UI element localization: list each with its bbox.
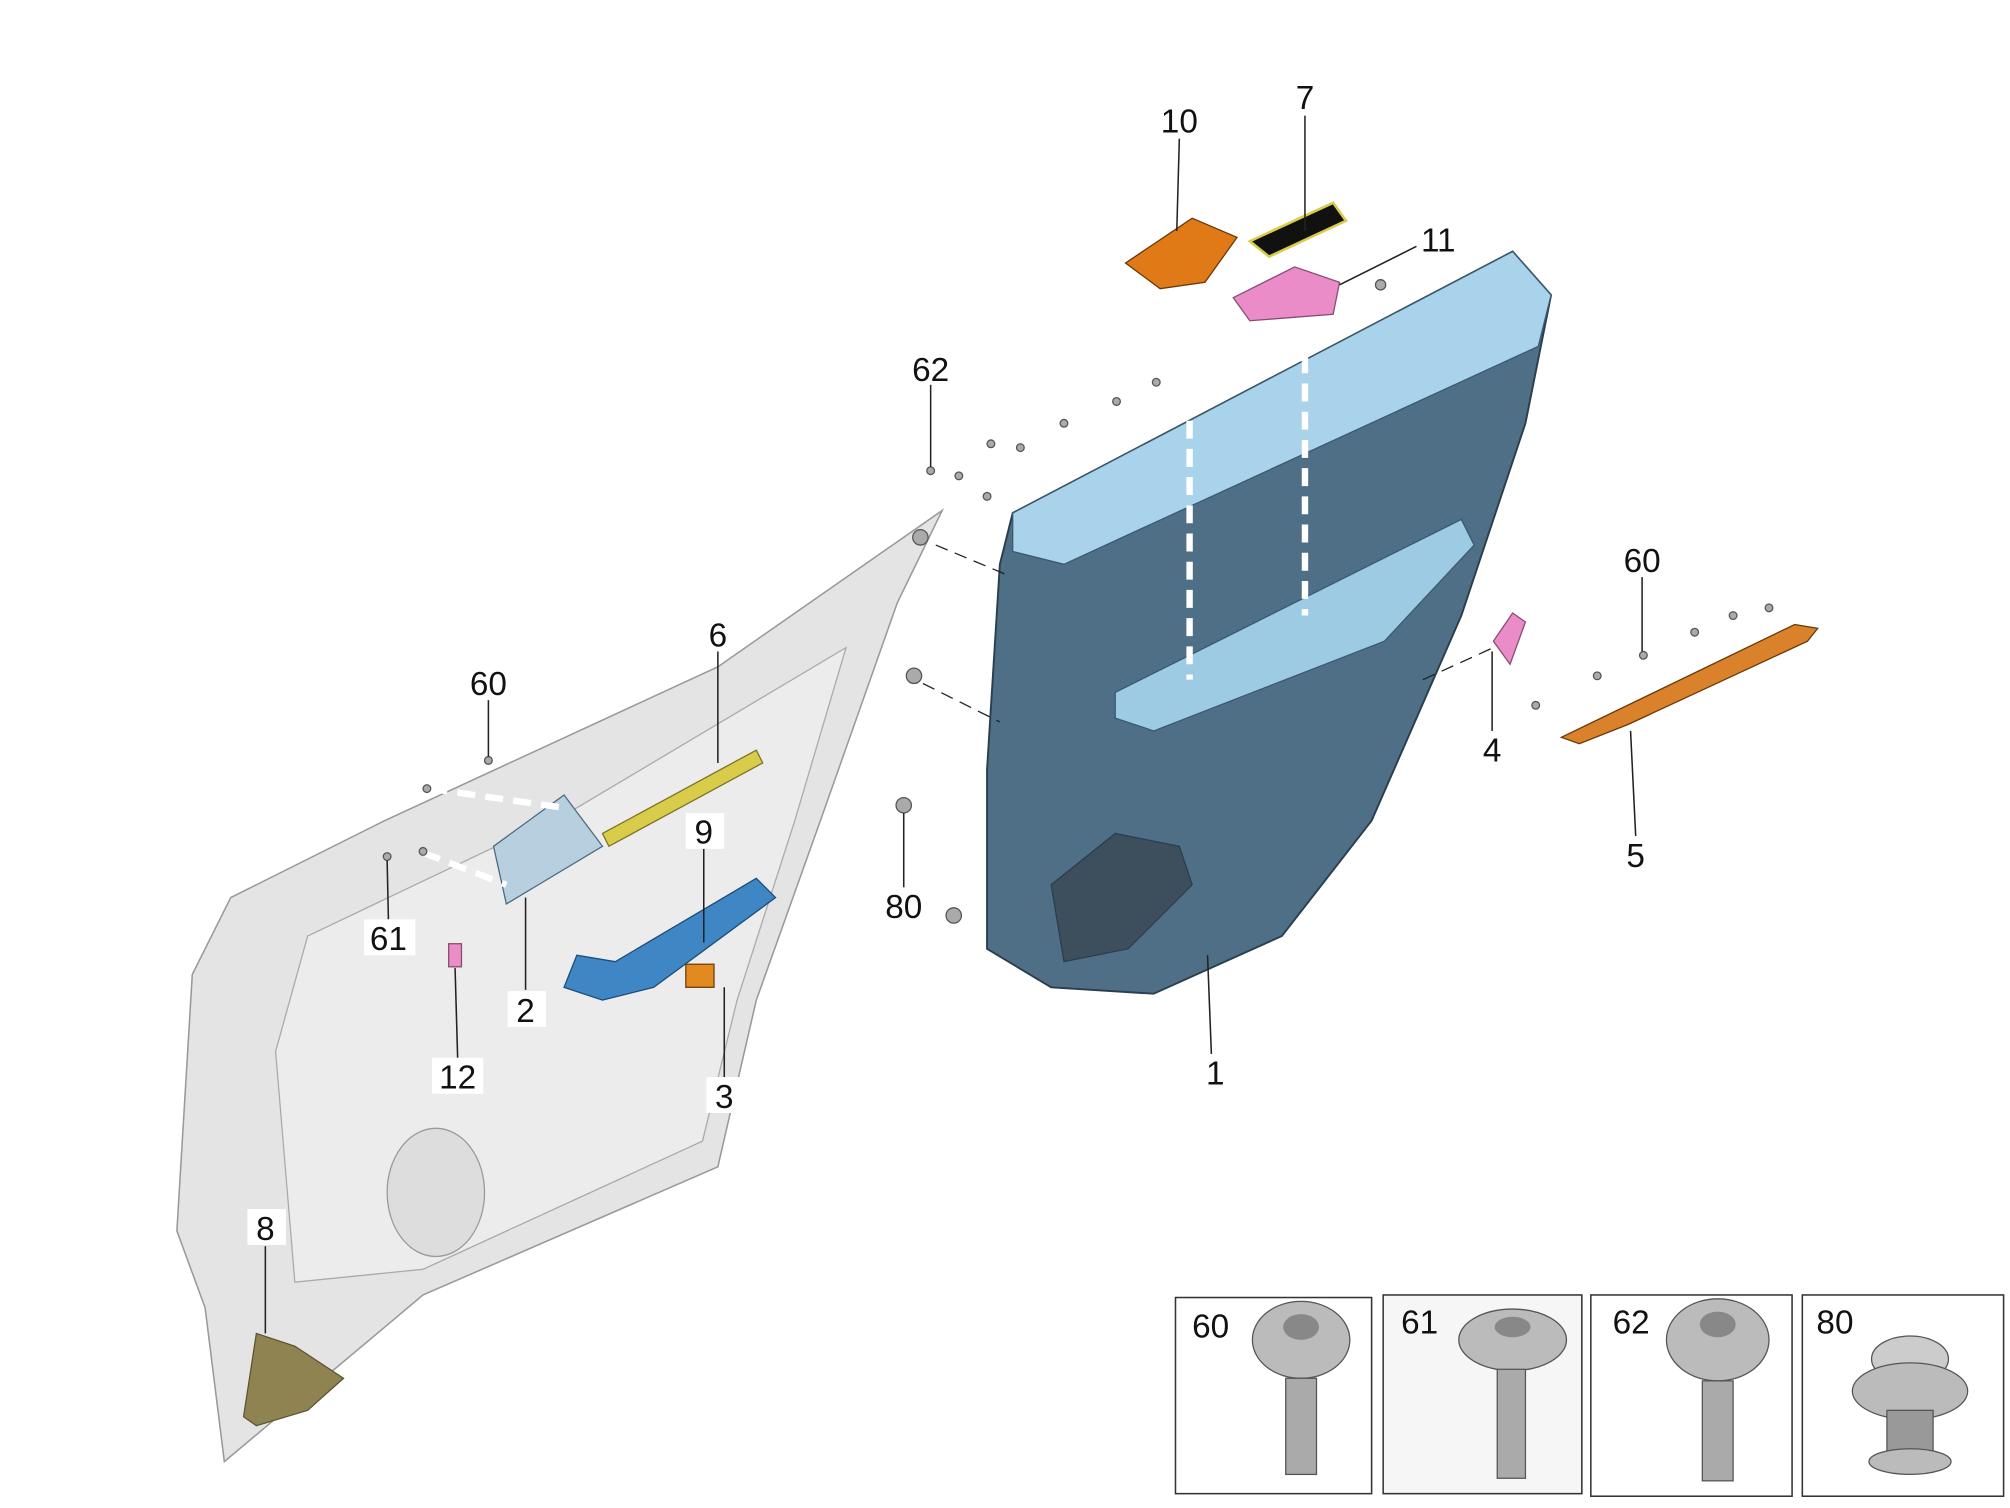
callout-3: 3	[715, 1079, 734, 1116]
inset-60: 60	[1174, 1296, 1373, 1495]
door-shell	[176, 508, 945, 1464]
inset-80: 80	[1801, 1294, 2005, 1497]
part-8-pad[interactable]	[242, 1332, 345, 1427]
part-7-cover[interactable]	[1247, 201, 1348, 259]
callout-5: 5	[1626, 838, 1645, 875]
callout-60-left: 60	[470, 666, 507, 703]
callout-12: 12	[439, 1060, 476, 1097]
svg-text:61: 61	[1401, 1304, 1438, 1341]
inset-62: 62	[1590, 1294, 1793, 1497]
callout-7: 7	[1296, 80, 1315, 117]
callout-62: 62	[912, 352, 949, 389]
callout-80: 80	[885, 889, 922, 926]
inset-61: 61	[1382, 1294, 1583, 1495]
callout-10: 10	[1161, 103, 1198, 140]
callout-9: 9	[694, 815, 713, 852]
part-9-bracket[interactable]	[563, 877, 777, 1001]
svg-text:62: 62	[1613, 1304, 1650, 1341]
part-1-door-panel[interactable]	[986, 250, 1553, 995]
screws	[382, 279, 1774, 924]
part-5-trim[interactable]	[1559, 623, 1819, 745]
part-10-switch[interactable]	[1124, 217, 1239, 290]
callout-61: 61	[370, 921, 407, 958]
part-3-connector[interactable]	[685, 963, 715, 988]
part-11-bezel[interactable]	[1232, 266, 1341, 322]
fastener-insets: 60 61 62 80	[1174, 1294, 2005, 1497]
part-2-bracket[interactable]	[492, 794, 604, 905]
callout-8: 8	[256, 1211, 275, 1248]
callouts: 10 7 11 62 60 6 60 9 4 5 80 61 2 1 12 3 …	[247, 80, 1661, 1248]
part-12-connector[interactable]	[448, 943, 463, 968]
part-6-harness[interactable]	[601, 749, 764, 848]
svg-text:60: 60	[1192, 1308, 1229, 1345]
part-4-bezel[interactable]	[1492, 612, 1527, 666]
callout-4: 4	[1483, 733, 1502, 770]
leader-lines	[264, 115, 1643, 1334]
svg-text:80: 80	[1816, 1304, 1853, 1341]
callout-2: 2	[516, 993, 535, 1030]
callout-6: 6	[709, 617, 728, 654]
callout-1: 1	[1206, 1056, 1225, 1093]
callout-11: 11	[1421, 223, 1456, 260]
callout-60-right: 60	[1624, 543, 1661, 580]
